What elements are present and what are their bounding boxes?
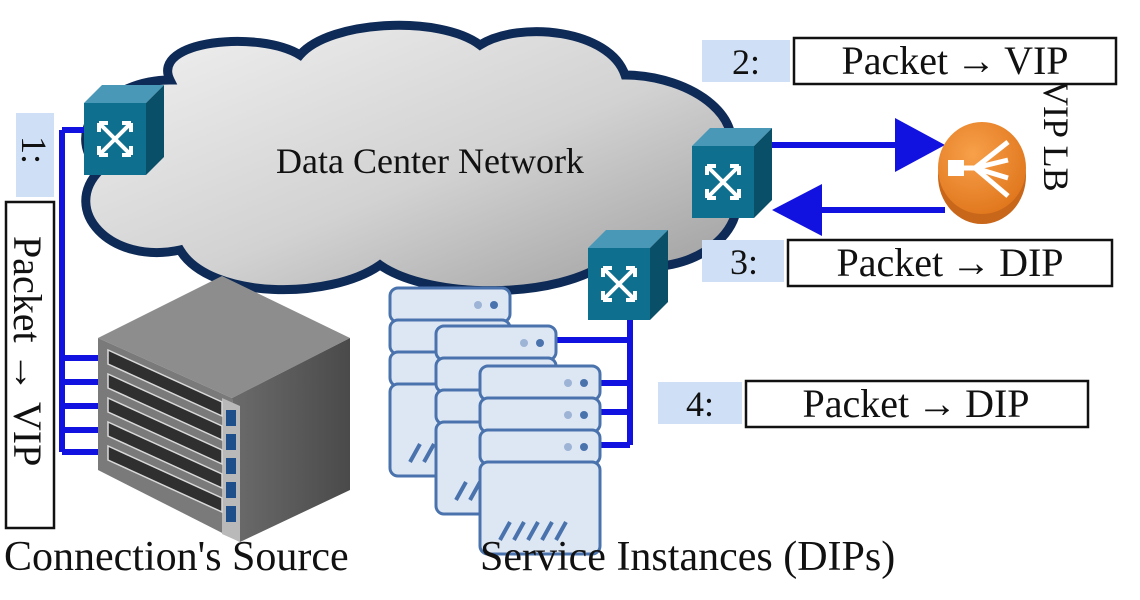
step-2-box <box>792 36 1118 86</box>
step-3-box <box>786 238 1114 288</box>
server-rack-icon <box>98 276 350 542</box>
source-rack-links <box>62 355 100 455</box>
switch-icon <box>692 128 772 218</box>
link-lines <box>59 127 945 455</box>
return-arrowhead <box>772 184 822 236</box>
switch-icon <box>588 230 668 320</box>
step-1-badge <box>16 113 54 197</box>
load-balancer-icon <box>938 122 1026 224</box>
step-4-text: Packet → DIP <box>802 381 1029 426</box>
step-3-text: Packet → DIP <box>836 240 1063 285</box>
step-1-number: 1: <box>14 136 54 164</box>
step-3-number: 3: <box>730 242 758 282</box>
step-4-badge <box>658 382 742 424</box>
step-2-badge <box>702 40 790 82</box>
lb-label: VIP LB <box>1036 80 1076 192</box>
source-label: Connection's Source <box>4 534 349 580</box>
step-2-number: 2: <box>732 42 760 82</box>
step-4-number: 4: <box>686 384 714 424</box>
server-stack-icon <box>478 364 602 556</box>
instances-label: Service Instances (DIPs) <box>480 534 895 580</box>
step-1-box <box>4 200 56 530</box>
step-2-text: Packet → VIP <box>841 38 1068 83</box>
forward-arrowhead <box>895 118 945 172</box>
instances-server-links <box>555 337 630 448</box>
cloud-label: Data Center Network <box>276 141 584 181</box>
switch-icon <box>84 85 164 175</box>
step-1-text: Packet → VIP <box>5 236 50 466</box>
step-3-badge <box>702 240 784 282</box>
step-4-box <box>744 379 1090 429</box>
